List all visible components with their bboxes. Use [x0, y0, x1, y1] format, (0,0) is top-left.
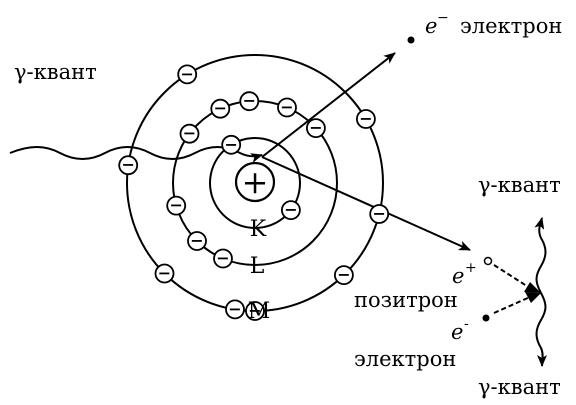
electron-minus-icon: −: [169, 196, 182, 215]
electron-m-2: [154, 263, 175, 284]
electron-k-1: [221, 134, 242, 155]
pair-electron-dot: [482, 314, 490, 322]
electron-minus-icon: −: [158, 264, 171, 283]
electron-minus-icon: −: [284, 200, 297, 219]
electron-l-5: [187, 231, 207, 251]
gamma-up-label: γ-квант: [478, 173, 561, 197]
electron-track-head: [525, 292, 541, 303]
secondary-gamma-arrow: [261, 156, 471, 251]
shell-label-m: M: [248, 299, 271, 324]
electron-l-6: [213, 248, 233, 269]
electron-minus-icon: −: [121, 155, 134, 174]
electron-m-6: [333, 265, 354, 286]
positron-charge: +: [465, 260, 477, 276]
electron-top-charge: −: [437, 10, 449, 26]
electron-track: [493, 296, 531, 314]
electron-l-3: [179, 123, 200, 144]
gamma-incoming-label: γ-квант: [14, 60, 97, 84]
electron-l-7: [277, 97, 297, 118]
positron-track: [493, 264, 531, 289]
electron-m-5: [369, 204, 390, 224]
electron-minus-icon: −: [216, 249, 229, 268]
electron-bottom-label: электрон: [354, 347, 456, 371]
electron-m-4: [355, 109, 376, 129]
electron-minus-icon: −: [180, 64, 193, 83]
electron-m-1: [118, 155, 139, 176]
electron-minus-icon: −: [243, 91, 256, 110]
nucleus-plus-icon: +: [242, 163, 269, 201]
ejected-electron-arrow: [261, 52, 396, 158]
positron-track-head: [524, 282, 541, 293]
shell-label-l: L: [250, 254, 265, 279]
electron-top-label: электрон: [460, 14, 562, 38]
positron-dot: [483, 256, 493, 266]
gamma-down-wave: [535, 292, 548, 367]
gamma-up-wave: [534, 217, 547, 294]
electron-m-8: [177, 64, 198, 85]
electron-minus-icon: −: [372, 204, 385, 223]
electron-minus-icon: −: [280, 98, 293, 117]
electron-minus-icon: −: [183, 124, 196, 143]
electron-k-2: [280, 200, 301, 221]
electron-minus-icon: −: [228, 299, 241, 318]
electron-l-8: [305, 118, 326, 139]
electrons-group: −−−−−−−−−−−−−−−−−−: [118, 64, 390, 321]
electron-bottom-charge: -: [464, 316, 469, 332]
electron-top-symbol: e: [425, 14, 437, 38]
electron-minus-icon: −: [337, 265, 350, 284]
electron-minus-icon: −: [309, 118, 322, 137]
electron-minus-icon: −: [190, 231, 203, 250]
electron-bottom-symbol: e: [451, 320, 463, 344]
electron-m-7: [225, 299, 245, 320]
nucleus: +: [234, 161, 276, 203]
electron-l-2: [210, 98, 231, 119]
shell-label-k: K: [250, 217, 267, 242]
ejected-electron-dot: [407, 36, 415, 44]
electron-minus-icon: −: [248, 301, 261, 320]
electron-minus-icon: −: [214, 99, 227, 118]
electron-l-4: [166, 195, 187, 216]
electron-l-1: [239, 91, 260, 112]
positron-symbol: e: [452, 264, 464, 288]
electron-minus-icon: −: [359, 109, 372, 128]
gamma-down-label: γ-квант: [478, 375, 561, 399]
orbit-k: [209, 137, 301, 229]
incoming-gamma-wave: [9, 146, 263, 163]
electron-minus-icon: −: [224, 135, 237, 154]
positron-label: позитрон: [354, 288, 458, 312]
electron-m-3: [245, 301, 265, 321]
